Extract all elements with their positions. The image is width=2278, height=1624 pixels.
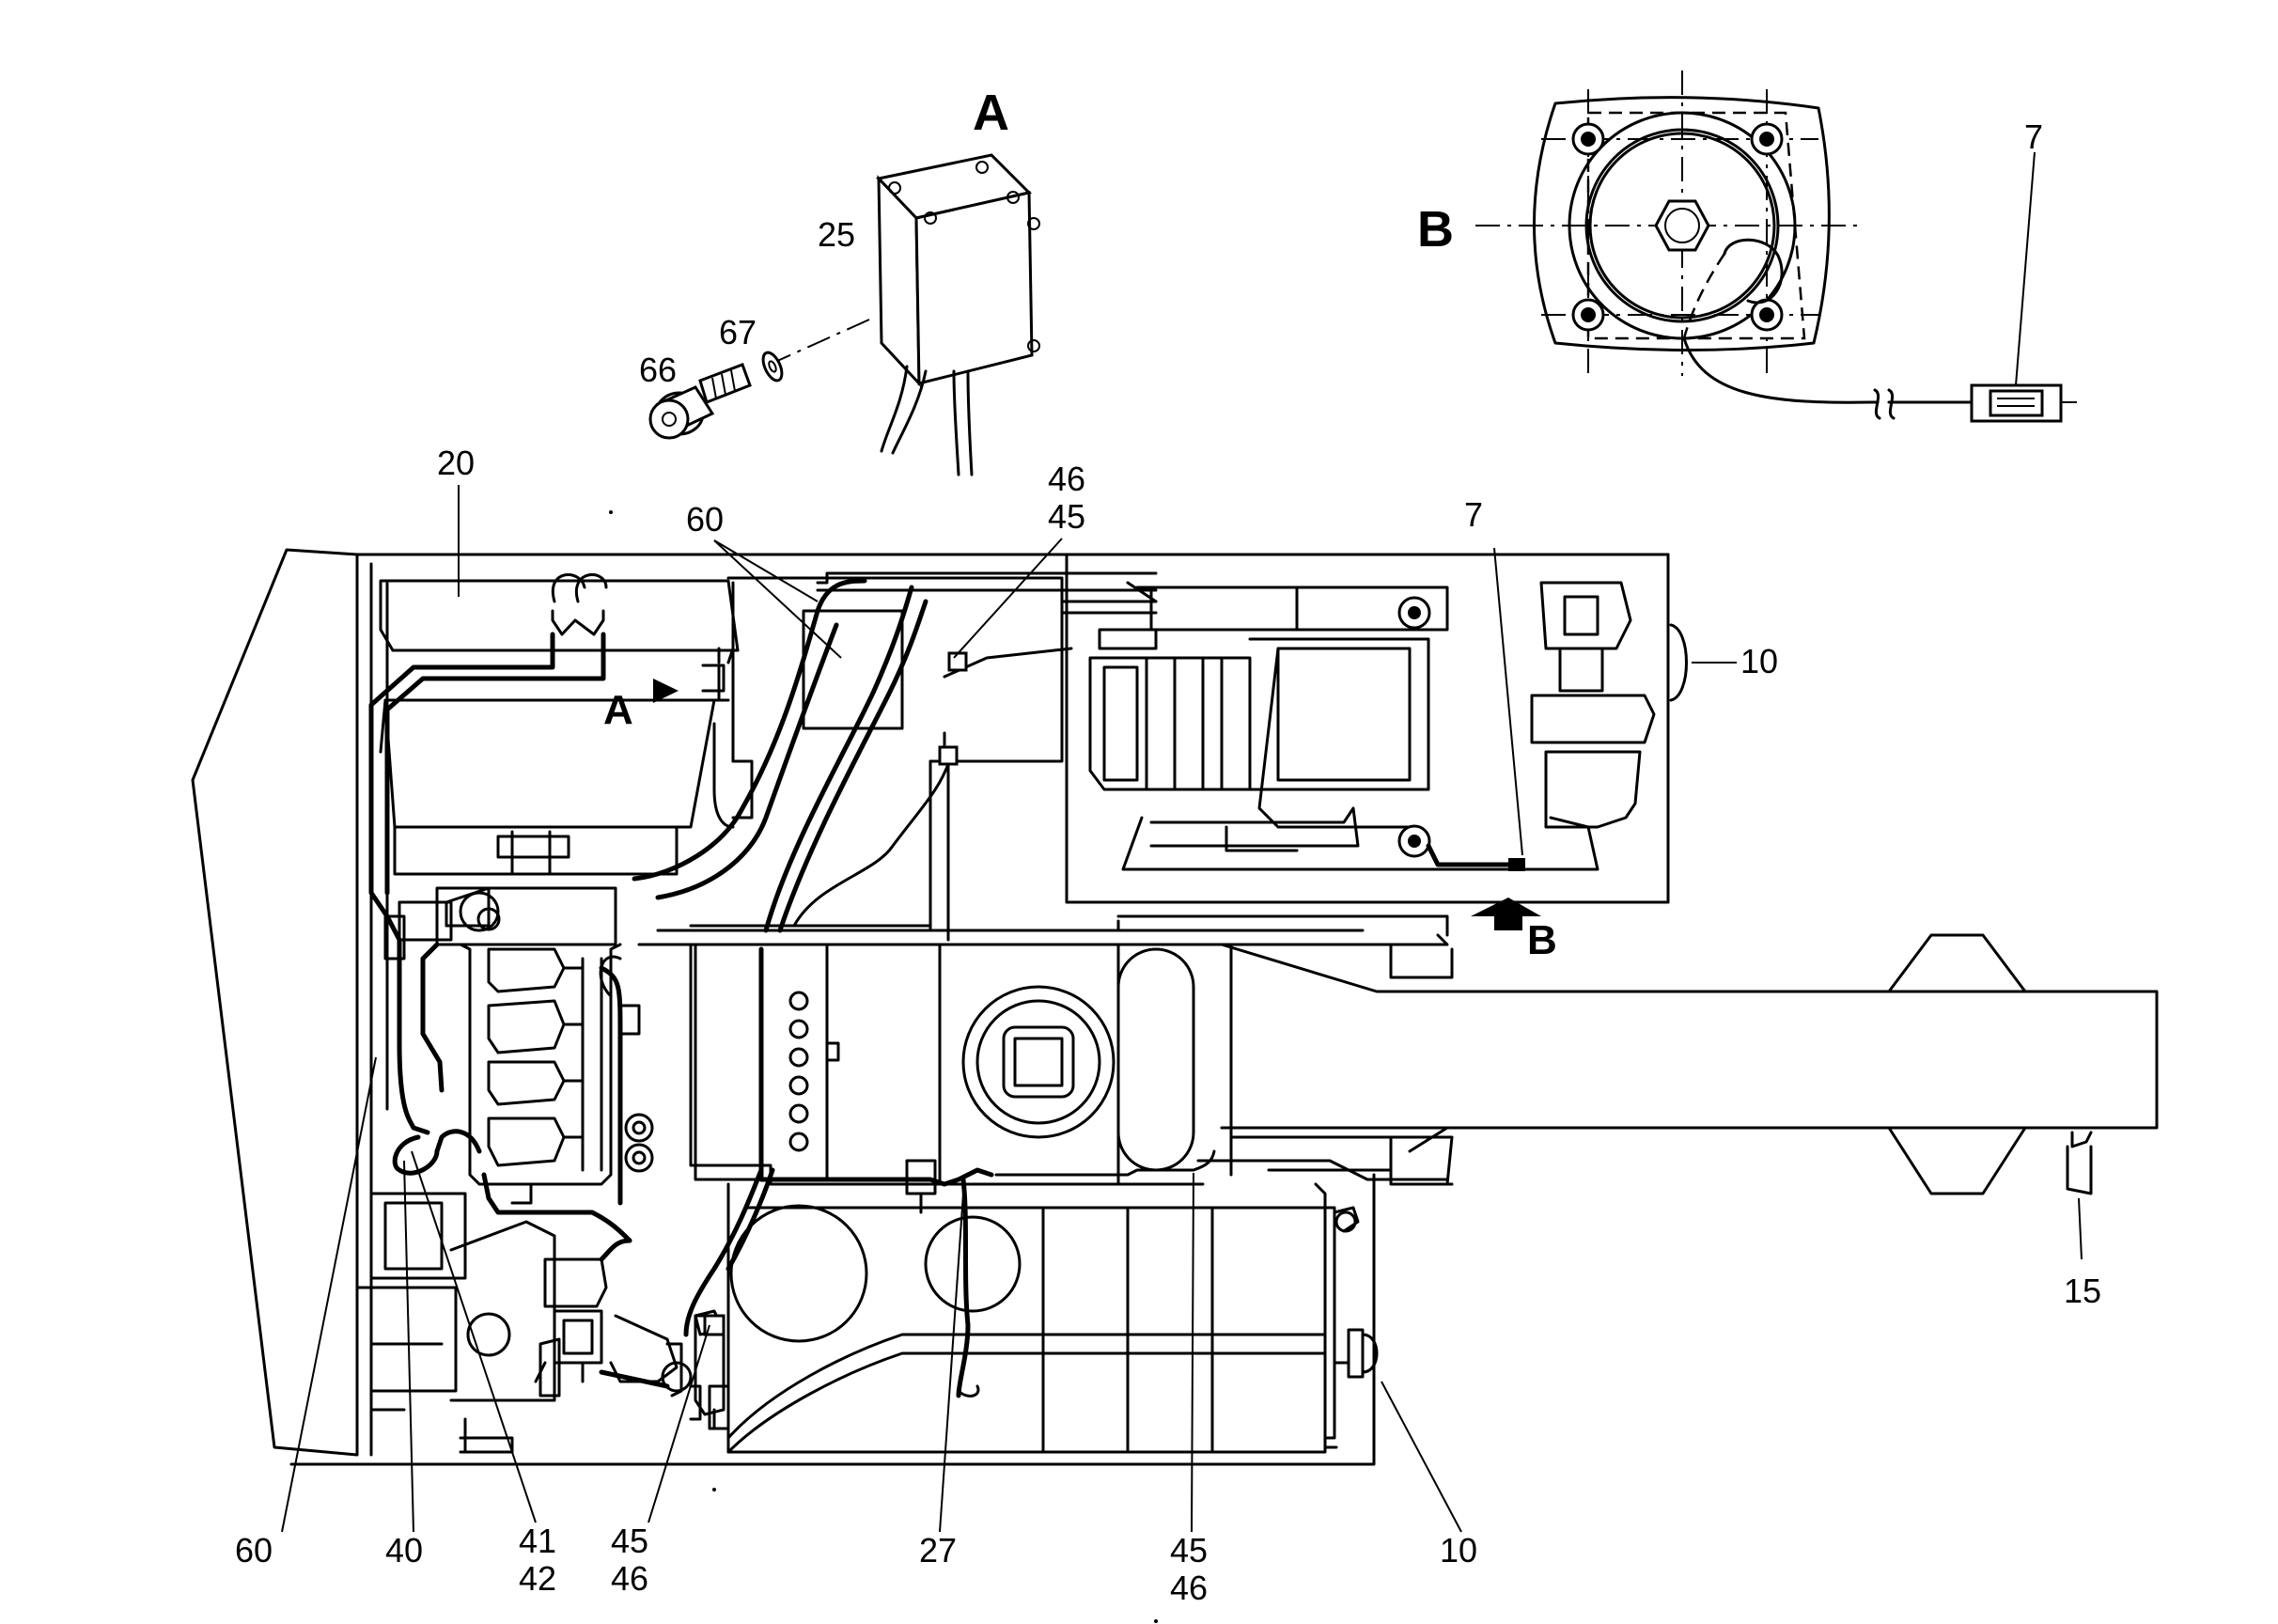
detail-a-control-box: A 25 67 66	[639, 85, 1040, 476]
callout-45-top: 45	[1048, 497, 1085, 536]
callout-15: 15	[2064, 1272, 2101, 1310]
callout-40: 40	[385, 1531, 423, 1569]
view-marker-b: B	[1527, 917, 1557, 963]
callout-60-bottom: 60	[235, 1531, 273, 1569]
callout-45-bottom-right: 45	[1170, 1531, 1208, 1569]
detail-a-title: A	[973, 85, 1009, 141]
callout-60-top: 60	[686, 500, 724, 539]
callout-46-bottom-right: 46	[1170, 1569, 1208, 1607]
callout-10-bottom: 10	[1440, 1531, 1477, 1569]
detail-b-motor-flange: B 7	[1417, 70, 2077, 423]
callout-67: 67	[719, 313, 757, 351]
callout-7-main: 7	[1464, 495, 1483, 534]
callout-45-bottom-left: 45	[611, 1522, 648, 1560]
callout-41: 41	[519, 1522, 556, 1560]
callout-42: 42	[519, 1559, 556, 1598]
callout-66: 66	[639, 351, 677, 389]
callout-27: 27	[919, 1531, 957, 1569]
callout-46-top: 46	[1048, 460, 1085, 498]
callout-10-right: 10	[1740, 642, 1778, 680]
callout-20: 20	[437, 444, 475, 482]
view-marker-a: A	[603, 687, 633, 733]
detail-b-title: B	[1417, 201, 1454, 258]
callout-25: 25	[818, 215, 855, 254]
callout-46-bottom-left: 46	[611, 1559, 648, 1598]
callout-7-detail-b: 7	[2024, 117, 2043, 156]
machine-main-view: A	[191, 444, 2159, 1623]
oil-window-dots	[788, 991, 809, 1152]
